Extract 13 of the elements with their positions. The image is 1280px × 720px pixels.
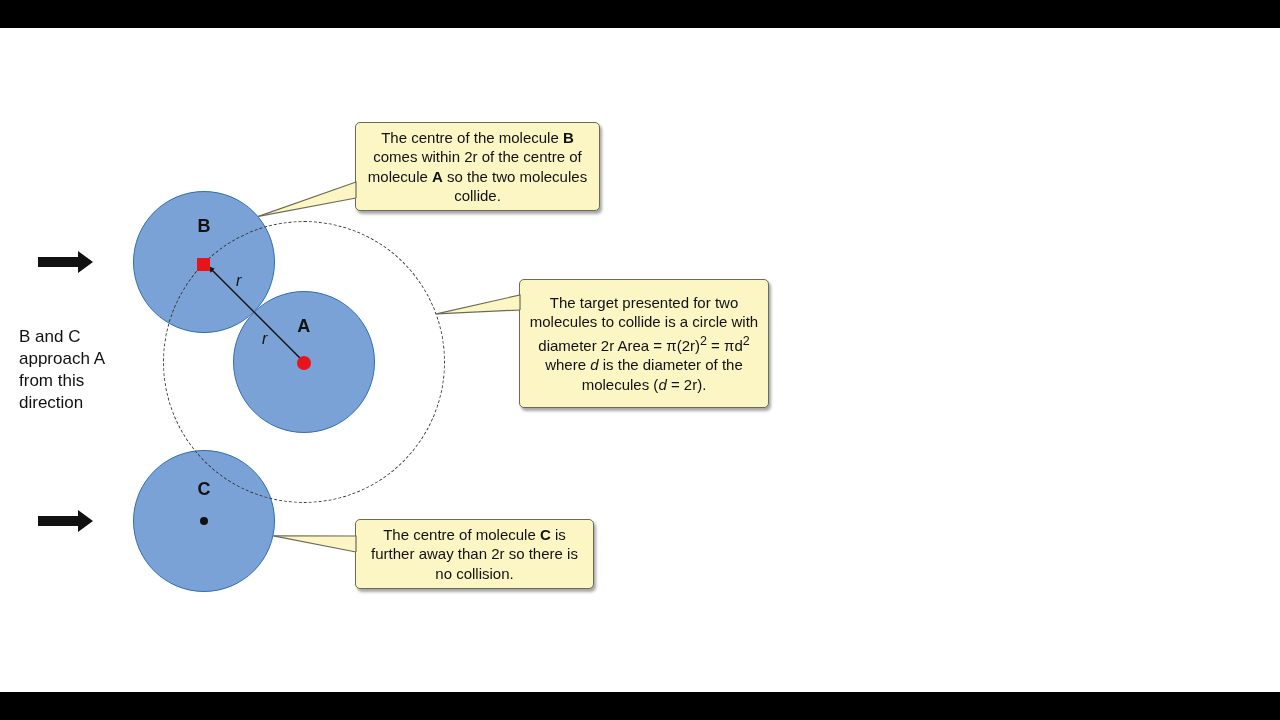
radius-label: r <box>236 272 242 290</box>
molecule-label: A <box>296 315 312 337</box>
molecule-label: C <box>196 479 212 500</box>
radius-label: r <box>262 330 268 348</box>
callout-box <box>519 279 769 408</box>
callout-box <box>355 519 594 589</box>
molecule-label: B <box>196 216 212 237</box>
callout-text: The centre of molecule C is further away than 2r so there is no collision. <box>370 524 579 584</box>
callout-box <box>355 122 600 211</box>
note-text: B and C approach A from this direction <box>19 326 106 414</box>
callout-text: The centre of the molecule B comes within 2r of the centre of molecule A so the two molecules collide. <box>366 127 589 206</box>
radius-line <box>207 265 302 360</box>
callout-text: The target presented for two molecules to collide is a circle with diameter 2r Area = π(2r)$^{2}$ = πd$^{2}$ where d is the diameter of the molecules (d = 2r). <box>528 292 760 395</box>
